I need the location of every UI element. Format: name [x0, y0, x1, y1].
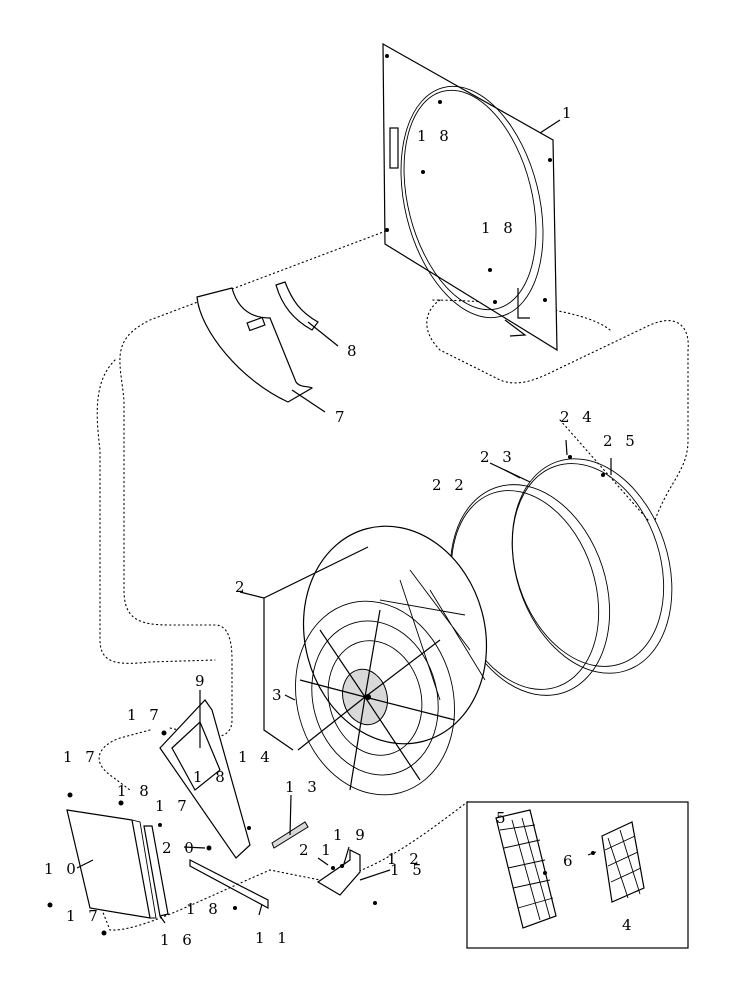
callout-18-b: 1 8	[481, 219, 517, 237]
callout-17-d: 1 7	[66, 907, 102, 925]
callout-3: 3	[272, 686, 286, 704]
assembly-path-left-loop	[96, 299, 611, 664]
assembly-path-dotted	[119, 199, 689, 738]
callout-20: 2 0	[162, 839, 198, 857]
callout-15: 1 5	[390, 861, 426, 879]
callout-17-c: 1 7	[155, 797, 191, 815]
callout-23: 2 3	[480, 448, 516, 466]
callout-24: 2 4	[560, 408, 596, 426]
callout-22: 2 2	[432, 476, 468, 494]
callout-19: 1 9	[333, 826, 369, 844]
callout-16: 1 6	[160, 931, 196, 949]
fan-wheel	[295, 525, 488, 796]
callout-7: 7	[335, 408, 349, 426]
callout-2: 2	[235, 578, 249, 596]
callout-10: 1 0	[44, 860, 80, 878]
callout-18-d: 1 8	[117, 782, 153, 800]
callout-25: 2 5	[603, 432, 639, 450]
shroud-panel	[382, 42, 558, 352]
callout-14: 1 4	[238, 748, 274, 766]
callout-4: 4	[622, 916, 636, 934]
callout-9: 9	[195, 672, 209, 690]
fan-group-bracket	[239, 546, 369, 751]
callout-1: 1	[562, 104, 576, 122]
callout-18-c: 1 8	[193, 768, 229, 786]
callout-6: 6	[563, 852, 577, 870]
inset-detail	[466, 801, 689, 949]
callout-17-b: 1 7	[63, 748, 99, 766]
vertical-strip	[143, 825, 169, 917]
guard-grille	[601, 821, 645, 903]
callout-13: 1 3	[285, 778, 321, 796]
side-bracket	[159, 699, 251, 859]
hardware-dots	[47, 170, 492, 936]
callout-21: 2 1	[299, 841, 335, 859]
assembly-path-lower	[98, 729, 471, 931]
callout-18-e: 1 8	[186, 900, 222, 918]
callout-17-a: 1 7	[127, 706, 163, 724]
callout-12: 1 2	[387, 850, 423, 868]
callout-5: 5	[496, 809, 510, 827]
rod	[189, 859, 269, 910]
callout-11: 1 1	[255, 929, 291, 947]
curved-strip	[275, 281, 319, 331]
small-bracket	[316, 849, 361, 896]
leader-lines	[76, 119, 612, 924]
callout-8: 8	[347, 342, 361, 360]
bracket-panel	[196, 287, 313, 403]
callout-18-a: 1 8	[417, 127, 453, 145]
